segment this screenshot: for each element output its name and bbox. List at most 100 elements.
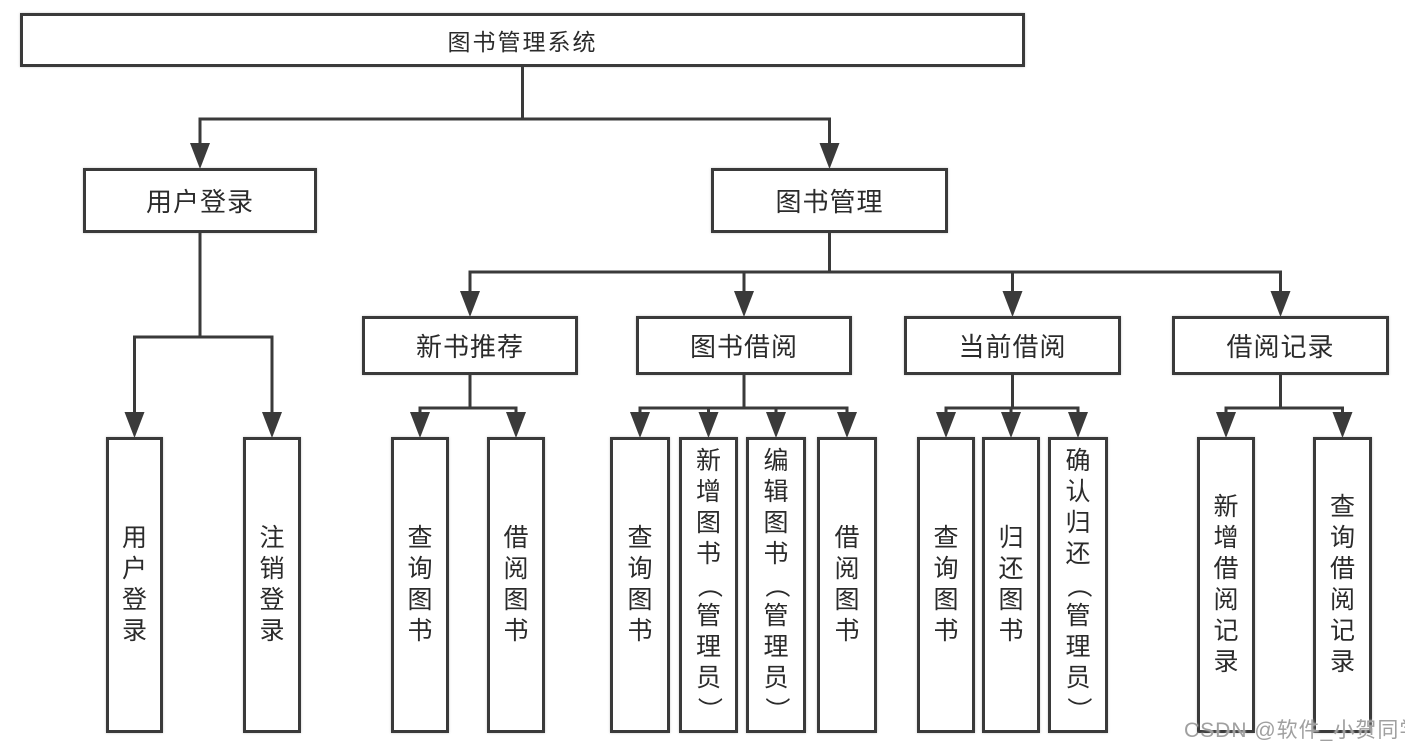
vertical-char: 编 <box>763 446 789 475</box>
arrowhead-icon <box>1216 412 1236 438</box>
arrowhead-icon <box>698 412 719 438</box>
vertical-char: 销 <box>259 555 285 583</box>
node-query-books-borrowing: 查询图书 <box>610 437 670 733</box>
node-add-books-admin: 新增图书 （ 管理员 ） <box>679 437 738 733</box>
arrowhead-icon <box>734 291 754 317</box>
vertical-char: 书 <box>998 617 1024 645</box>
arrowhead-icon <box>1332 412 1353 438</box>
node-user-login: 用户登录 <box>83 168 317 233</box>
vertical-char: 员 <box>763 663 789 692</box>
vertical-char: 图 <box>627 586 653 614</box>
csdn-watermark: CSDN @软件_小贺同学 <box>1184 719 1405 742</box>
vertical-char: 增 <box>695 477 721 506</box>
vertical-char: 查 <box>627 524 653 552</box>
node-book-borrowing: 图书借阅 <box>636 316 852 375</box>
vertical-char: 录 <box>259 617 285 645</box>
vertical-char: 书 <box>834 617 860 645</box>
arrowhead-icon <box>1002 291 1023 317</box>
vertical-char: 员 <box>695 663 721 692</box>
node-logout-action: 注销登录 <box>243 437 301 733</box>
vertical-char: ） <box>762 696 791 722</box>
vertical-char: 认 <box>1065 477 1091 506</box>
vertical-char: 查 <box>1329 493 1355 521</box>
node-current-borrowing: 当前借阅 <box>904 316 1121 375</box>
vertical-char: 还 <box>998 555 1024 583</box>
vertical-char: 查 <box>933 524 959 552</box>
vertical-char: 图 <box>503 586 529 614</box>
node-query-borrowing-record: 查询借阅记录 <box>1313 437 1372 733</box>
arrowhead-icon <box>506 412 526 438</box>
vertical-char: 登 <box>121 586 147 614</box>
node-borrowing-records: 借阅记录 <box>1172 316 1389 375</box>
node-book-management: 图书管理 <box>711 168 948 233</box>
vertical-char: 借 <box>1213 555 1239 583</box>
vertical-char: 还 <box>1065 539 1091 568</box>
vertical-char: 录 <box>1329 648 1355 676</box>
vertical-char: 书 <box>763 539 789 568</box>
vertical-char: ） <box>695 696 723 722</box>
vertical-char: 理 <box>695 632 721 661</box>
node-new-book-recommend: 新书推荐 <box>362 316 578 375</box>
vertical-char: 阅 <box>1213 586 1239 614</box>
arrowhead-icon <box>262 412 282 438</box>
vertical-char: 辑 <box>763 477 789 506</box>
arrowhead-icon <box>460 291 480 317</box>
node-user-login-action: 用户登录 <box>106 437 163 733</box>
vertical-char: 归 <box>1065 508 1091 537</box>
vertical-char: 图 <box>407 586 433 614</box>
node-add-borrowing-record: 新增借阅记录 <box>1197 437 1255 733</box>
vertical-char: 户 <box>121 555 147 583</box>
node-borrow-books-recommend: 借阅图书 <box>487 437 545 733</box>
vertical-char: 询 <box>933 555 959 583</box>
vertical-char: 借 <box>1329 555 1355 583</box>
vertical-char: 录 <box>121 617 147 645</box>
arrowhead-icon <box>837 412 857 438</box>
vertical-char: 管 <box>695 601 721 630</box>
vertical-char: 阅 <box>834 555 860 583</box>
arrowhead-icon <box>1068 412 1088 438</box>
arrowhead-icon <box>190 143 210 169</box>
vertical-char: 管 <box>1065 601 1091 630</box>
arrowhead-icon <box>936 412 956 438</box>
vertical-char: 查 <box>407 524 433 552</box>
arrowhead-icon <box>1001 412 1021 438</box>
vertical-char: 新 <box>695 446 721 475</box>
vertical-char: 询 <box>627 555 653 583</box>
vertical-char: 阅 <box>503 555 529 583</box>
vertical-char: 借 <box>834 524 860 552</box>
vertical-char: ） <box>1064 696 1093 722</box>
arrowhead-icon <box>766 412 786 438</box>
vertical-char: 书 <box>627 617 653 645</box>
vertical-char: 归 <box>998 524 1024 552</box>
vertical-char: 新 <box>1213 493 1239 521</box>
vertical-char: 阅 <box>1329 586 1355 614</box>
vertical-char: 图 <box>695 508 721 537</box>
node-root: 图书管理系统 <box>20 13 1025 67</box>
vertical-char: 书 <box>695 539 721 568</box>
vertical-char: 书 <box>503 617 529 645</box>
node-edit-books-admin: 编辑图书（管理员） <box>746 437 806 733</box>
vertical-char: 登 <box>259 586 285 614</box>
arrowhead-icon <box>630 412 650 438</box>
node-return-books: 归还图书 <box>982 437 1040 733</box>
vertical-char: 管 <box>763 601 789 630</box>
vertical-char: （ <box>762 572 791 598</box>
vertical-char: 确 <box>1065 446 1091 475</box>
vertical-char: 理 <box>763 632 789 661</box>
vertical-char: 询 <box>1329 524 1355 552</box>
node-query-books-recommend: 查询图书 <box>391 437 449 733</box>
arrowhead-icon <box>1270 291 1291 317</box>
node-confirm-return-admin: 确认归还（管理员） <box>1048 437 1108 733</box>
vertical-char: 图 <box>834 586 860 614</box>
vertical-char: 增 <box>1213 524 1239 552</box>
vertical-char: 用 <box>121 524 147 552</box>
vertical-char: 图 <box>933 586 959 614</box>
vertical-char: 录 <box>1213 648 1239 676</box>
vertical-char: （ <box>695 572 723 598</box>
vertical-char: 记 <box>1213 617 1239 645</box>
vertical-char: 图 <box>998 586 1024 614</box>
vertical-char: 询 <box>407 555 433 583</box>
vertical-char: 借 <box>503 524 529 552</box>
node-borrow-books-borrowing: 借阅图书 <box>817 437 877 733</box>
